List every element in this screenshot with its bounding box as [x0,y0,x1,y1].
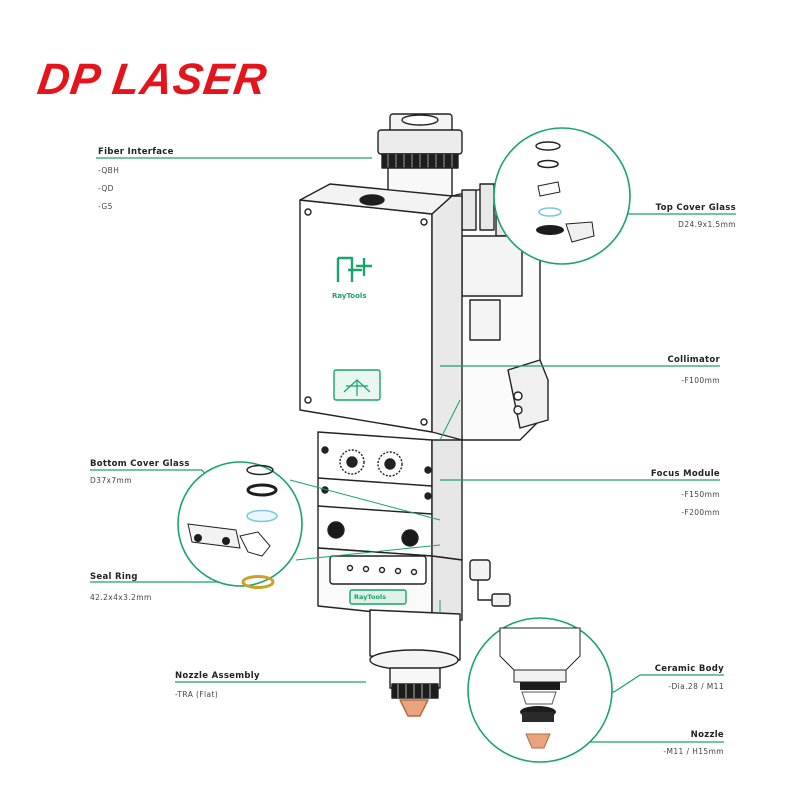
raytools-mark: RayTools [332,292,367,300]
nozzle-assembly [369,609,461,717]
lower-body [317,547,511,621]
fiber-option-g5: -G5 [98,202,113,211]
nozzle-spec: -M11 / H15mm [663,747,724,756]
nozzle-assembly-spec: -TRA (Flat) [175,690,219,699]
top-cover-detail [493,127,631,265]
ceramic-body-title: Ceramic Body [654,664,724,674]
bottom-cover-detail [177,461,303,589]
focus-spec-150: -F150mm [681,490,720,499]
seal-ring-spec: 42.2x4x3.2mm [90,593,152,602]
detail-connectors [289,399,461,612]
focus-spec-200: -F200mm [681,508,720,517]
collimator-housing [299,183,463,441]
fiber-option-qd: -QD [98,184,114,193]
ceramic-leader-diagonal [613,674,641,693]
nozzle-title: Nozzle [690,730,724,740]
raytools-body-label: RayTools [354,593,387,601]
bottom-cover-title: Bottom Cover Glass [90,459,190,469]
fiber-option-qbh: -QBH [98,166,120,175]
brand-logo: DP LASER [34,55,271,104]
collimator-spec: -F100mm [681,376,720,385]
top-cover-spec: D24.9x1.5mm [678,220,736,229]
fiber-interface-title: Fiber Interface [98,147,174,157]
bottom-cover-spec: D37x7mm [90,476,132,485]
focus-module-title: Focus Module [650,469,720,479]
fiber-connector [377,113,463,199]
top-cover-title: Top Cover Glass [655,203,736,213]
collimator-title: Collimator [667,355,720,365]
focus-module [317,431,463,561]
nozzle-detail [467,617,613,763]
nozzle-assembly-title: Nozzle Assembly [175,671,260,681]
ceramic-body-spec: -Dia.28 / M11 [668,682,724,691]
seal-ring-title: Seal Ring [90,572,138,582]
